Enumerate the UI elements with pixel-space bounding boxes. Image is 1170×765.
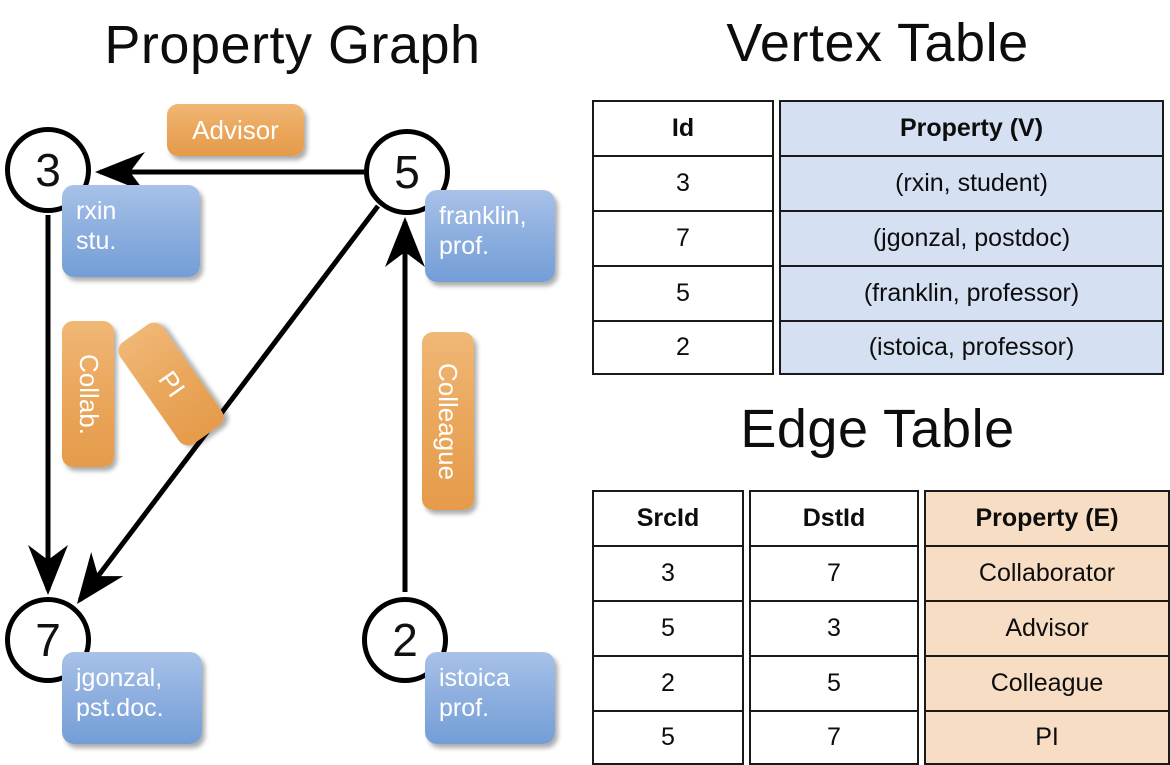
property-graph-diagram: 3 5 7 2 rxin stu. franklin, prof. jgonza… [0,0,585,760]
vertex-node-2[interactable]: 2 [362,597,448,683]
table-row: 2 [592,655,744,710]
vertex-table-header-id: Id [592,100,774,155]
page-title-property-graph: Property Graph [104,15,481,75]
table-row: 7 [749,545,919,600]
table-row: 7 [749,710,919,765]
vertex-property-box-3-line1: rxin [76,197,117,225]
table-row: 3 [592,545,744,600]
vertex-table: Id 3 7 5 2 Property (V) (rxin, student) … [592,100,1164,375]
table-row: 7 [592,210,774,265]
page-title-edge-table: Edge Table [740,399,1015,459]
vertex-node-2-id: 2 [392,614,418,666]
vertex-property-box-5-line2: prof. [439,231,490,260]
table-row: 2 [592,320,774,375]
vertex-node-7-id: 7 [35,614,61,666]
vertex-table-column-property: Property (V) (rxin, student) (jgonzal, p… [779,100,1164,375]
table-row: 5 [592,710,744,765]
edge-label-colleague: Colleague [422,332,474,510]
edge-label-advisor-text: Advisor [192,114,279,145]
vertex-property-box-3: rxin stu. [62,185,200,277]
vertex-table-column-id: Id 3 7 5 2 [592,100,774,375]
vertex-property-box-2: istoica prof. [425,652,555,744]
table-row: (franklin, professor) [779,265,1164,320]
vertex-node-5[interactable]: 5 [364,129,450,215]
table-row: (jgonzal, postdoc) [779,210,1164,265]
table-row: PI [924,710,1170,765]
edge-label-pi-text: PI [152,365,191,403]
edge-arrow-pi [76,204,380,604]
table-row: 5 [592,600,744,655]
table-row: Collaborator [924,545,1170,600]
vertex-property-box-7-line2: pst.doc. [76,693,164,722]
edge-table-column-srcid: SrcId 3 5 2 5 [592,490,744,765]
edge-label-colleague-text: Colleague [433,362,464,480]
edge-table-header-property: Property (E) [924,490,1170,545]
table-row: 5 [592,265,774,320]
vertex-property-box-3-line2: stu. [76,226,117,255]
vertex-property-box-7-line1: jgonzal, [76,664,163,692]
edge-table: SrcId 3 5 2 5 DstId 7 3 5 7 Property (E)… [592,490,1170,765]
vertex-property-box-5: franklin, prof. [425,190,555,282]
table-row: 3 [592,155,774,210]
vertex-property-box-7: jgonzal, pst.doc. [62,652,202,744]
edge-table-header-dstid: DstId [749,490,919,545]
page-title-vertex-table: Vertex Table [726,13,1029,73]
edge-table-column-dstid: DstId 7 3 5 7 [749,490,919,765]
vertex-table-header-property: Property (V) [779,100,1164,155]
edge-label-advisor: Advisor [167,104,304,156]
edge-table-column-property: Property (E) Collaborator Advisor Collea… [924,490,1170,765]
edge-label-collab-text: Collab. [73,353,104,435]
table-row: Advisor [924,600,1170,655]
table-row: Colleague [924,655,1170,710]
table-row: (istoica, professor) [779,320,1164,375]
table-row: 5 [749,655,919,710]
edge-table-header-srcid: SrcId [592,490,744,545]
vertex-property-box-5-line1: franklin, [439,202,527,230]
vertex-node-5-id: 5 [394,146,420,198]
vertex-node-3-id: 3 [35,144,61,196]
graph-edges-svg [28,152,425,604]
vertex-property-box-2-line1: istoica [439,664,510,692]
table-row: 3 [749,600,919,655]
table-row: (rxin, student) [779,155,1164,210]
edge-label-collab: Collab. [62,321,114,467]
vertex-property-box-2-line2: prof. [439,693,490,722]
